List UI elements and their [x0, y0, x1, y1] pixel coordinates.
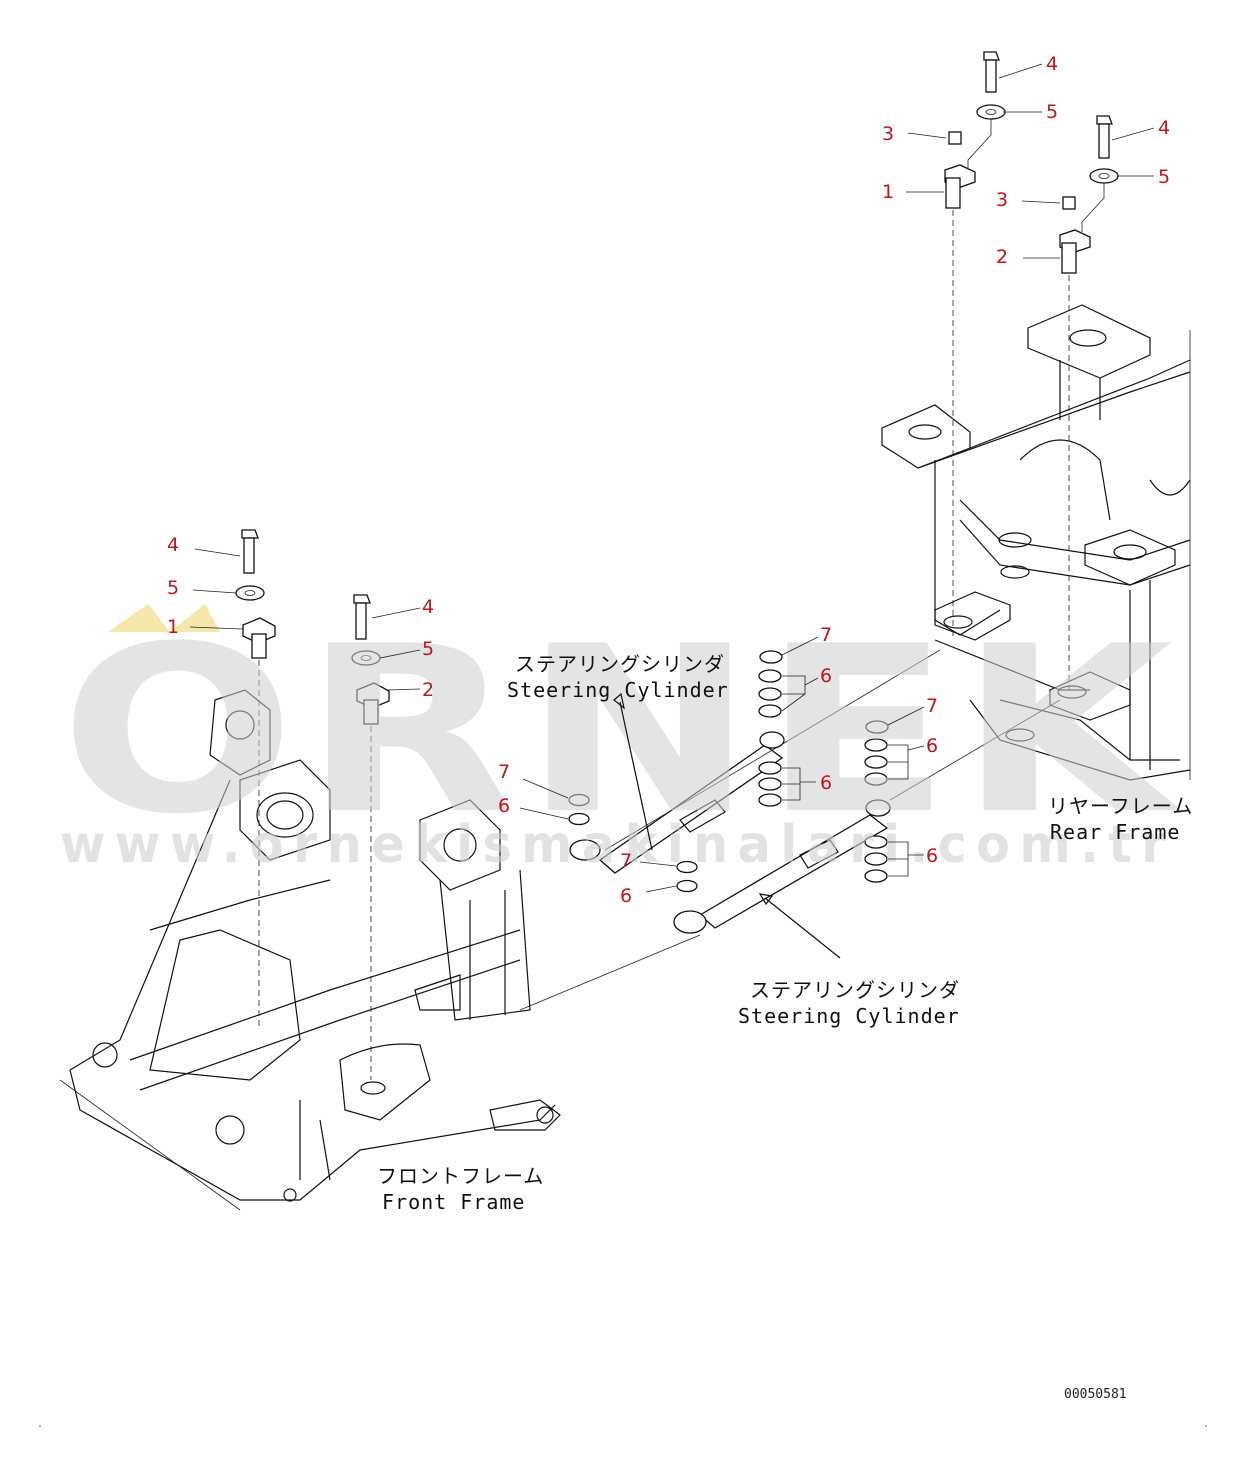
callout-lower-rod-shims-a: 6: [926, 735, 938, 757]
callout-rear-left-pin: 1: [882, 181, 894, 203]
callout-rear-left-bolt: 4: [1046, 53, 1058, 75]
rear-right-pin-assembly: [1059, 115, 1119, 690]
caption-steering-cylinder-lower-jp: ステアリングシリンダ: [750, 978, 960, 1002]
callout-front-right-washer: 5: [422, 638, 434, 660]
callout-rear-right-plate: 3: [996, 189, 1008, 211]
callout-labels: 4 5 3 1 4 5 3 2 4 5 1 4 5 2 7 6 7 6 6 6 …: [167, 53, 1170, 907]
callout-upper-head-shim: 6: [498, 795, 510, 817]
steering-cylinder-upper: [569, 649, 941, 874]
upper-cylinder-head-rings: [568, 793, 590, 826]
callout-upper-head-ring: 7: [498, 761, 510, 783]
callout-front-left-bolt: 4: [167, 534, 179, 556]
callout-upper-rod-shims: 6: [820, 665, 832, 687]
callout-rear-right-bolt: 4: [1158, 117, 1170, 139]
callout-upper-head-shims: 6: [820, 772, 832, 794]
callout-lower-rod-ring: 7: [926, 695, 938, 717]
caption-steering-cylinder-upper-jp: ステアリングシリンダ: [515, 652, 725, 676]
watermark-url: www.ornekismakinalari.com.tr: [60, 815, 1175, 875]
upper-cylinder-rod-rings: [758, 650, 783, 807]
callout-front-right-bolt: 4: [422, 596, 434, 618]
callout-lower-head-shim: 6: [620, 885, 632, 907]
caption-rear-frame-en: Rear Frame: [1050, 820, 1180, 844]
callout-front-right-pin: 2: [422, 679, 434, 701]
steering-cylinder-lower: [519, 699, 1061, 1011]
caption-front-frame-jp: フロントフレーム: [377, 1164, 544, 1188]
callout-front-left-washer: 5: [167, 577, 179, 599]
caption-steering-cylinder-upper-en: Steering Cylinder: [507, 678, 729, 702]
callout-upper-rod-ring: 7: [820, 624, 832, 646]
caption-rear-frame-jp: リヤーフレーム: [1048, 794, 1193, 818]
corner-marks: [39, 1425, 1207, 1427]
front-frame: [59, 689, 561, 1211]
caption-steering-cylinder-lower-en: Steering Cylinder: [738, 1004, 960, 1028]
lower-cylinder-head-rings: [676, 860, 698, 893]
watermark: ORNEK www.ornekismakinalari.com.tr: [60, 598, 1182, 875]
front-left-pin-assembly: [235, 529, 276, 1030]
callout-lower-rod-shims-b: 6: [926, 845, 938, 867]
callout-lower-head-ring: 7: [620, 850, 632, 872]
callout-rear-left-plate: 3: [882, 123, 894, 145]
watermark-brand: ORNEK: [60, 598, 1182, 865]
callout-front-left-pin: 1: [167, 616, 179, 638]
callout-rear-left-washer: 5: [1046, 101, 1058, 123]
front-right-pin-assembly: [351, 594, 390, 1080]
callout-rear-right-pin: 2: [996, 246, 1008, 268]
leader-lines: [189, 63, 1155, 959]
callout-rear-right-washer: 5: [1158, 166, 1170, 188]
lower-cylinder-rod-rings: [864, 720, 889, 883]
drawing-number: 00050581: [1064, 1387, 1127, 1402]
rear-frame: [881, 304, 1191, 781]
caption-front-frame-en: Front Frame: [382, 1190, 525, 1214]
watermark-logo-accent: [108, 604, 220, 632]
captions: ステアリングシリンダ Steering Cylinder ステアリングシリンダ …: [377, 652, 1193, 1214]
rear-left-pin-assembly: [944, 51, 1006, 640]
